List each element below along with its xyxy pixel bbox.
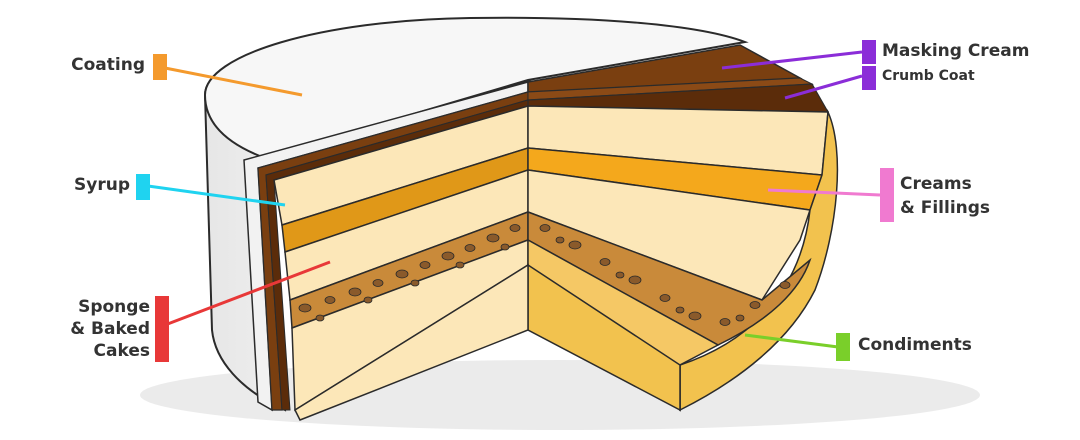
masking-cream-label: Masking Cream [882,41,1030,61]
coating-leader [164,66,303,97]
syrup-marker [136,174,150,200]
creams-fillings-line1: Creams [900,174,972,194]
syrup-label: Syrup [74,175,130,195]
condiments-label: Condiments [858,335,972,355]
sponge-mid-right [527,169,811,301]
coating-top [203,16,749,160]
sponge-label-line1: Sponge [78,297,150,317]
coating-marker [153,54,167,80]
creams-fillings-line2: & Fillings [900,198,991,218]
creams-fillings-marker [880,168,894,222]
sponge-bottom-front-left [294,263,529,421]
sponge-marker [155,296,169,362]
creams-fillings-label: Creams & Fillings [900,172,1050,220]
coating-label: Coating [71,55,145,75]
sponge-leader [164,260,331,327]
sponge-label: Sponge & Baked Cakes [40,296,150,362]
crumb-coat-marker [862,66,876,90]
creams-fillings-leader [767,188,881,197]
condiments-marker [836,333,850,361]
masking-cream-marker [862,40,876,64]
sponge-label-line2: & Baked [70,319,150,339]
sponge-label-line3: Cakes [93,341,150,361]
syrup-leader [147,184,286,207]
crumb-coat-leader [784,74,863,100]
condiments-leader [744,333,839,349]
condiment-speckles [298,224,791,326]
masking-cream-leader [721,50,863,70]
crumb-coat-label: Crumb Coat [882,68,975,84]
